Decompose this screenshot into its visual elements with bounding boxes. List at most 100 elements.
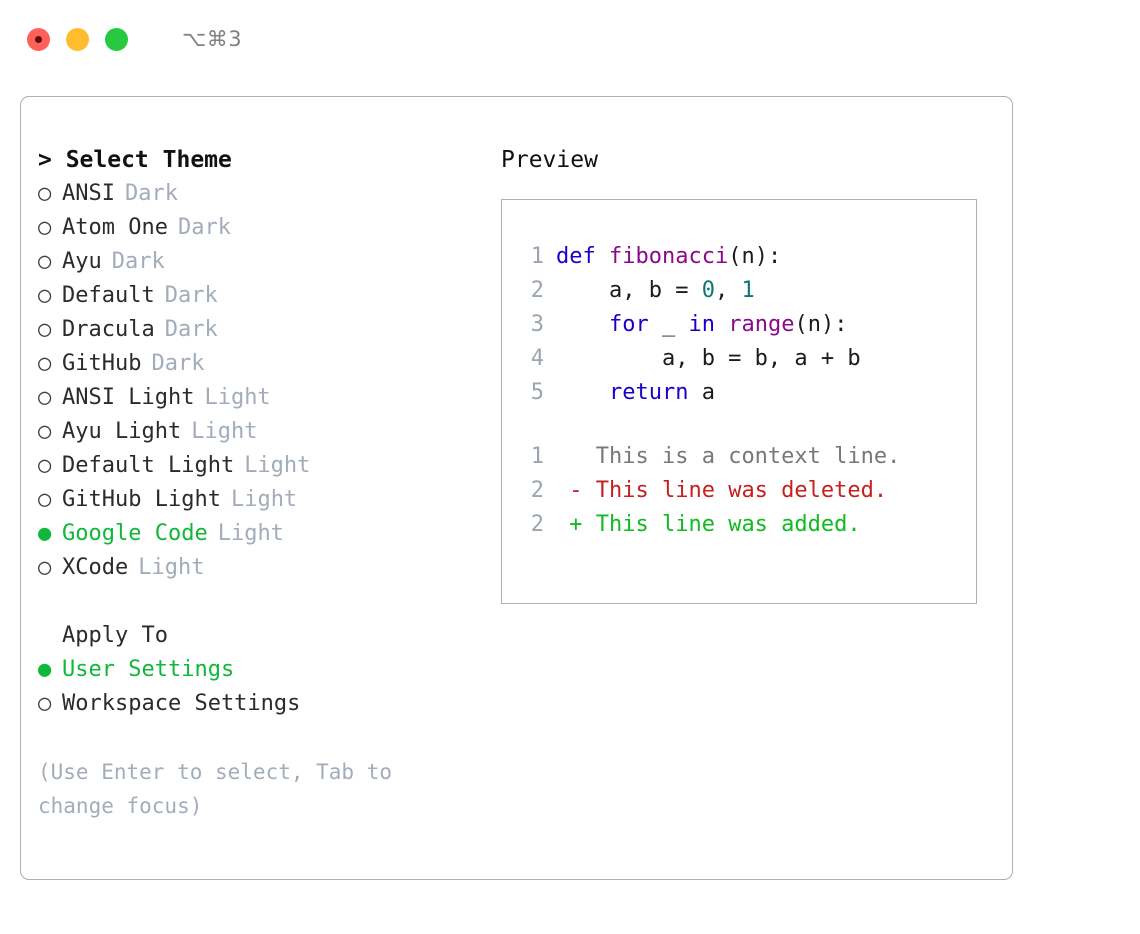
code-token-plain <box>715 312 728 337</box>
code-token-plain <box>556 380 609 405</box>
apply-to-option-workspace-settings[interactable]: ○ Workspace Settings <box>38 687 468 721</box>
radio-unselected-icon: ○ <box>38 249 52 274</box>
code-line-number: 3 <box>530 312 544 337</box>
title-bar: ⌥⌘3 <box>0 0 1140 78</box>
code-token-plain: (n): <box>794 312 848 337</box>
diff-line-del: 2 - This line was deleted. <box>514 474 976 508</box>
apply-to-group: Apply To ● User Settings ○ Workspace Settin… <box>38 619 468 721</box>
code-line: 1 def fibonacci(n): <box>514 240 976 274</box>
diff-line-number: 2 <box>530 512 544 537</box>
diff-sample: 1 This is a context line.2 - This line w… <box>514 440 976 542</box>
theme-option-label: Default Light <box>62 453 235 478</box>
radio-unselected-icon: ○ <box>38 351 52 376</box>
theme-option-label: Default <box>62 283 155 308</box>
code-token-fn: range <box>728 312 795 337</box>
apply-to-header-indent <box>38 619 62 653</box>
theme-option-label: Atom One <box>62 215 168 240</box>
theme-variant-tag: Light <box>230 487 298 512</box>
theme-variant-tag: Light <box>138 555 205 580</box>
theme-variant-tag: Dark <box>177 215 231 240</box>
maximize-button[interactable] <box>105 27 128 51</box>
preview-title: Preview <box>501 147 598 173</box>
theme-option-label: Google Code <box>62 521 208 546</box>
code-token-fn: fibonacci <box>608 244 729 269</box>
radio-selected-icon: ● <box>38 657 52 682</box>
theme-option-ansi[interactable]: ○ ANSI Dark <box>38 177 468 211</box>
code-line: 3 for _ in range(n): <box>514 308 976 342</box>
code-token-num: 1 <box>741 278 755 303</box>
code-line-number: 1 <box>530 244 544 269</box>
diff-marker: + <box>556 512 583 537</box>
diff-line-context: 1 This is a context line. <box>514 440 976 474</box>
code-line: 4 a, b = b, a + b <box>514 342 976 376</box>
radio-unselected-icon: ○ <box>38 453 52 478</box>
theme-variant-tag: Dark <box>164 283 218 308</box>
code-token-plain: a <box>688 380 715 405</box>
diff-line-number: 2 <box>530 478 544 503</box>
code-token-plain: _ <box>648 312 689 337</box>
code-line-content: def fibonacci(n): <box>556 240 781 274</box>
theme-option-default[interactable]: ○ Default Dark <box>38 279 468 313</box>
theme-variant-tag: Light <box>204 385 271 410</box>
code-token-kw: in <box>688 312 715 337</box>
theme-option-label: Ayu Light <box>62 419 182 444</box>
minimize-button[interactable] <box>66 27 89 51</box>
code-token-kw: def <box>556 244 609 269</box>
code-line-number: 4 <box>530 346 544 371</box>
radio-unselected-icon: ○ <box>38 691 52 716</box>
theme-option-label: GitHub <box>62 351 142 376</box>
code-line-content: a, b = 0, 1 <box>556 274 755 308</box>
radio-unselected-icon: ○ <box>38 555 52 580</box>
code-token-plain <box>556 312 609 337</box>
radio-unselected-icon: ○ <box>38 283 52 308</box>
theme-option-label: Dracula <box>62 317 155 342</box>
radio-unselected-icon: ○ <box>38 215 52 240</box>
apply-to-option-label: User Settings <box>62 657 235 682</box>
theme-variant-tag: Dark <box>124 181 178 206</box>
code-line-number: 2 <box>530 278 544 303</box>
diff-marker: - <box>556 478 583 503</box>
apply-to-option-label: Workspace Settings <box>62 691 301 716</box>
apply-to-option-user-settings[interactable]: ● User Settings <box>38 653 468 687</box>
code-token-plain: (n): <box>728 244 782 269</box>
traffic-light-group <box>27 27 128 51</box>
code-token-plain: a, b = <box>556 278 702 303</box>
code-line-content: return a <box>556 376 715 410</box>
code-line-content: a, b = b, a + b <box>556 342 861 376</box>
diff-line-text: This is a context line. <box>582 444 901 469</box>
code-token-num: 0 <box>701 278 715 303</box>
theme-option-label: ANSI <box>62 181 115 206</box>
apply-to-header-label: Apply To <box>62 623 168 648</box>
theme-option-atom-one[interactable]: ○ Atom One Dark <box>38 211 468 245</box>
theme-option-label: GitHub Light <box>62 487 221 512</box>
theme-variant-tag: Dark <box>111 249 165 274</box>
apply-to-header: Apply To <box>38 619 468 653</box>
code-token-plain: a, b = b, a + b <box>556 346 861 371</box>
code-line-content: for _ in range(n): <box>556 308 847 342</box>
diff-marker <box>556 440 583 474</box>
radio-unselected-icon: ○ <box>38 181 52 206</box>
select-theme-header: > Select Theme <box>38 147 232 173</box>
window-title: ⌥⌘3 <box>182 27 243 51</box>
theme-variant-tag: Light <box>217 521 284 546</box>
theme-option-ayu[interactable]: ○ Ayu Dark <box>38 245 468 279</box>
theme-option-label: Ayu <box>62 249 102 274</box>
close-button[interactable] <box>27 27 50 51</box>
keyboard-hint-text: (Use Enter to select, Tab to change focu… <box>38 760 393 818</box>
apply-to-option-list: ● User Settings ○ Workspace Settings <box>38 653 468 721</box>
